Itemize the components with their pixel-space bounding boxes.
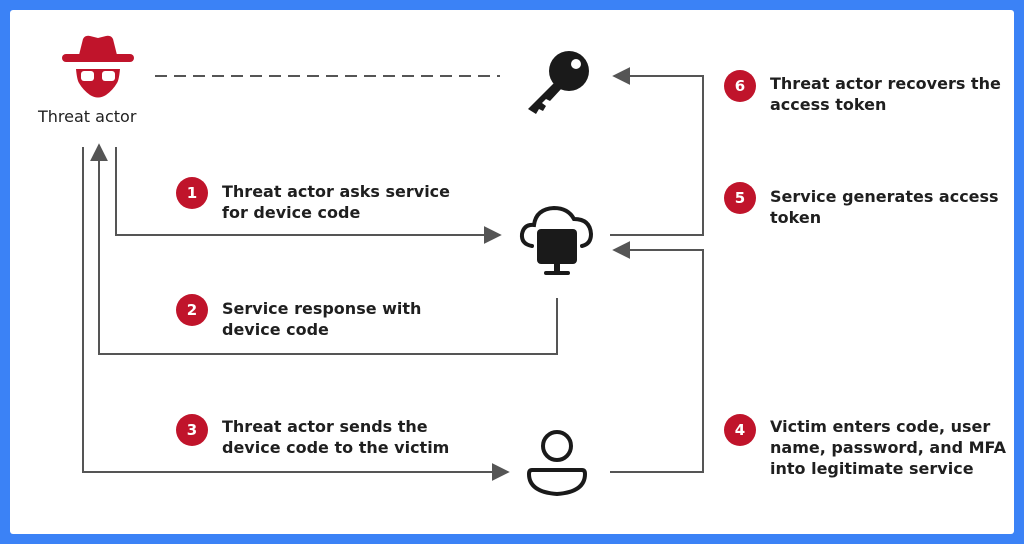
victim-user-icon — [526, 430, 588, 497]
arrow-step-5-6 — [610, 67, 704, 236]
step-3-badge: 3 — [176, 414, 208, 446]
step-5-badge: 5 — [724, 182, 756, 214]
step-6-line-2: access token — [770, 95, 887, 114]
step-1-line-2: for device code — [222, 203, 361, 222]
step-6-label: Threat actor recovers the access token — [770, 73, 1001, 115]
threat-actor-icon — [62, 35, 134, 98]
arrow-step-1 — [115, 147, 502, 244]
threat-actor-label: Threat actor — [38, 107, 137, 126]
step-6-line-1: Threat actor recovers the — [770, 74, 1001, 93]
step-5-line-2: token — [770, 208, 822, 227]
step-5-label: Service generates access token — [770, 186, 999, 228]
step-6-badge: 6 — [724, 70, 756, 102]
step-1-badge: 1 — [176, 177, 208, 209]
key-icon — [528, 51, 589, 114]
diagram-canvas — [10, 10, 1014, 534]
step-3-line-1: Threat actor sends the — [222, 417, 428, 436]
arrow-step-2 — [90, 143, 558, 355]
step-5-line-1: Service generates access — [770, 187, 999, 206]
step-4-badge: 4 — [724, 414, 756, 446]
arrow-step-3 — [82, 147, 510, 481]
step-2-badge: 2 — [176, 294, 208, 326]
step-4-line-3: into legitimate service — [770, 459, 974, 478]
step-3-line-2: device code to the victim — [222, 438, 450, 457]
step-1-label: Threat actor asks service for device cod… — [222, 181, 450, 223]
arrow-step-4 — [610, 241, 704, 473]
step-4-line-2: name, password, and MFA — [770, 438, 1007, 457]
step-4-line-1: Victim enters code, user — [770, 417, 991, 436]
step-3-label: Threat actor sends the device code to th… — [222, 416, 449, 458]
step-4-label: Victim enters code, user name, password,… — [770, 416, 1006, 479]
cloud-computer-icon — [519, 205, 594, 275]
step-2-label: Service response with device code — [222, 298, 421, 340]
step-2-line-1: Service response with — [222, 299, 422, 318]
step-1-line-1: Threat actor asks service — [222, 182, 451, 201]
step-2-line-2: device code — [222, 320, 329, 339]
